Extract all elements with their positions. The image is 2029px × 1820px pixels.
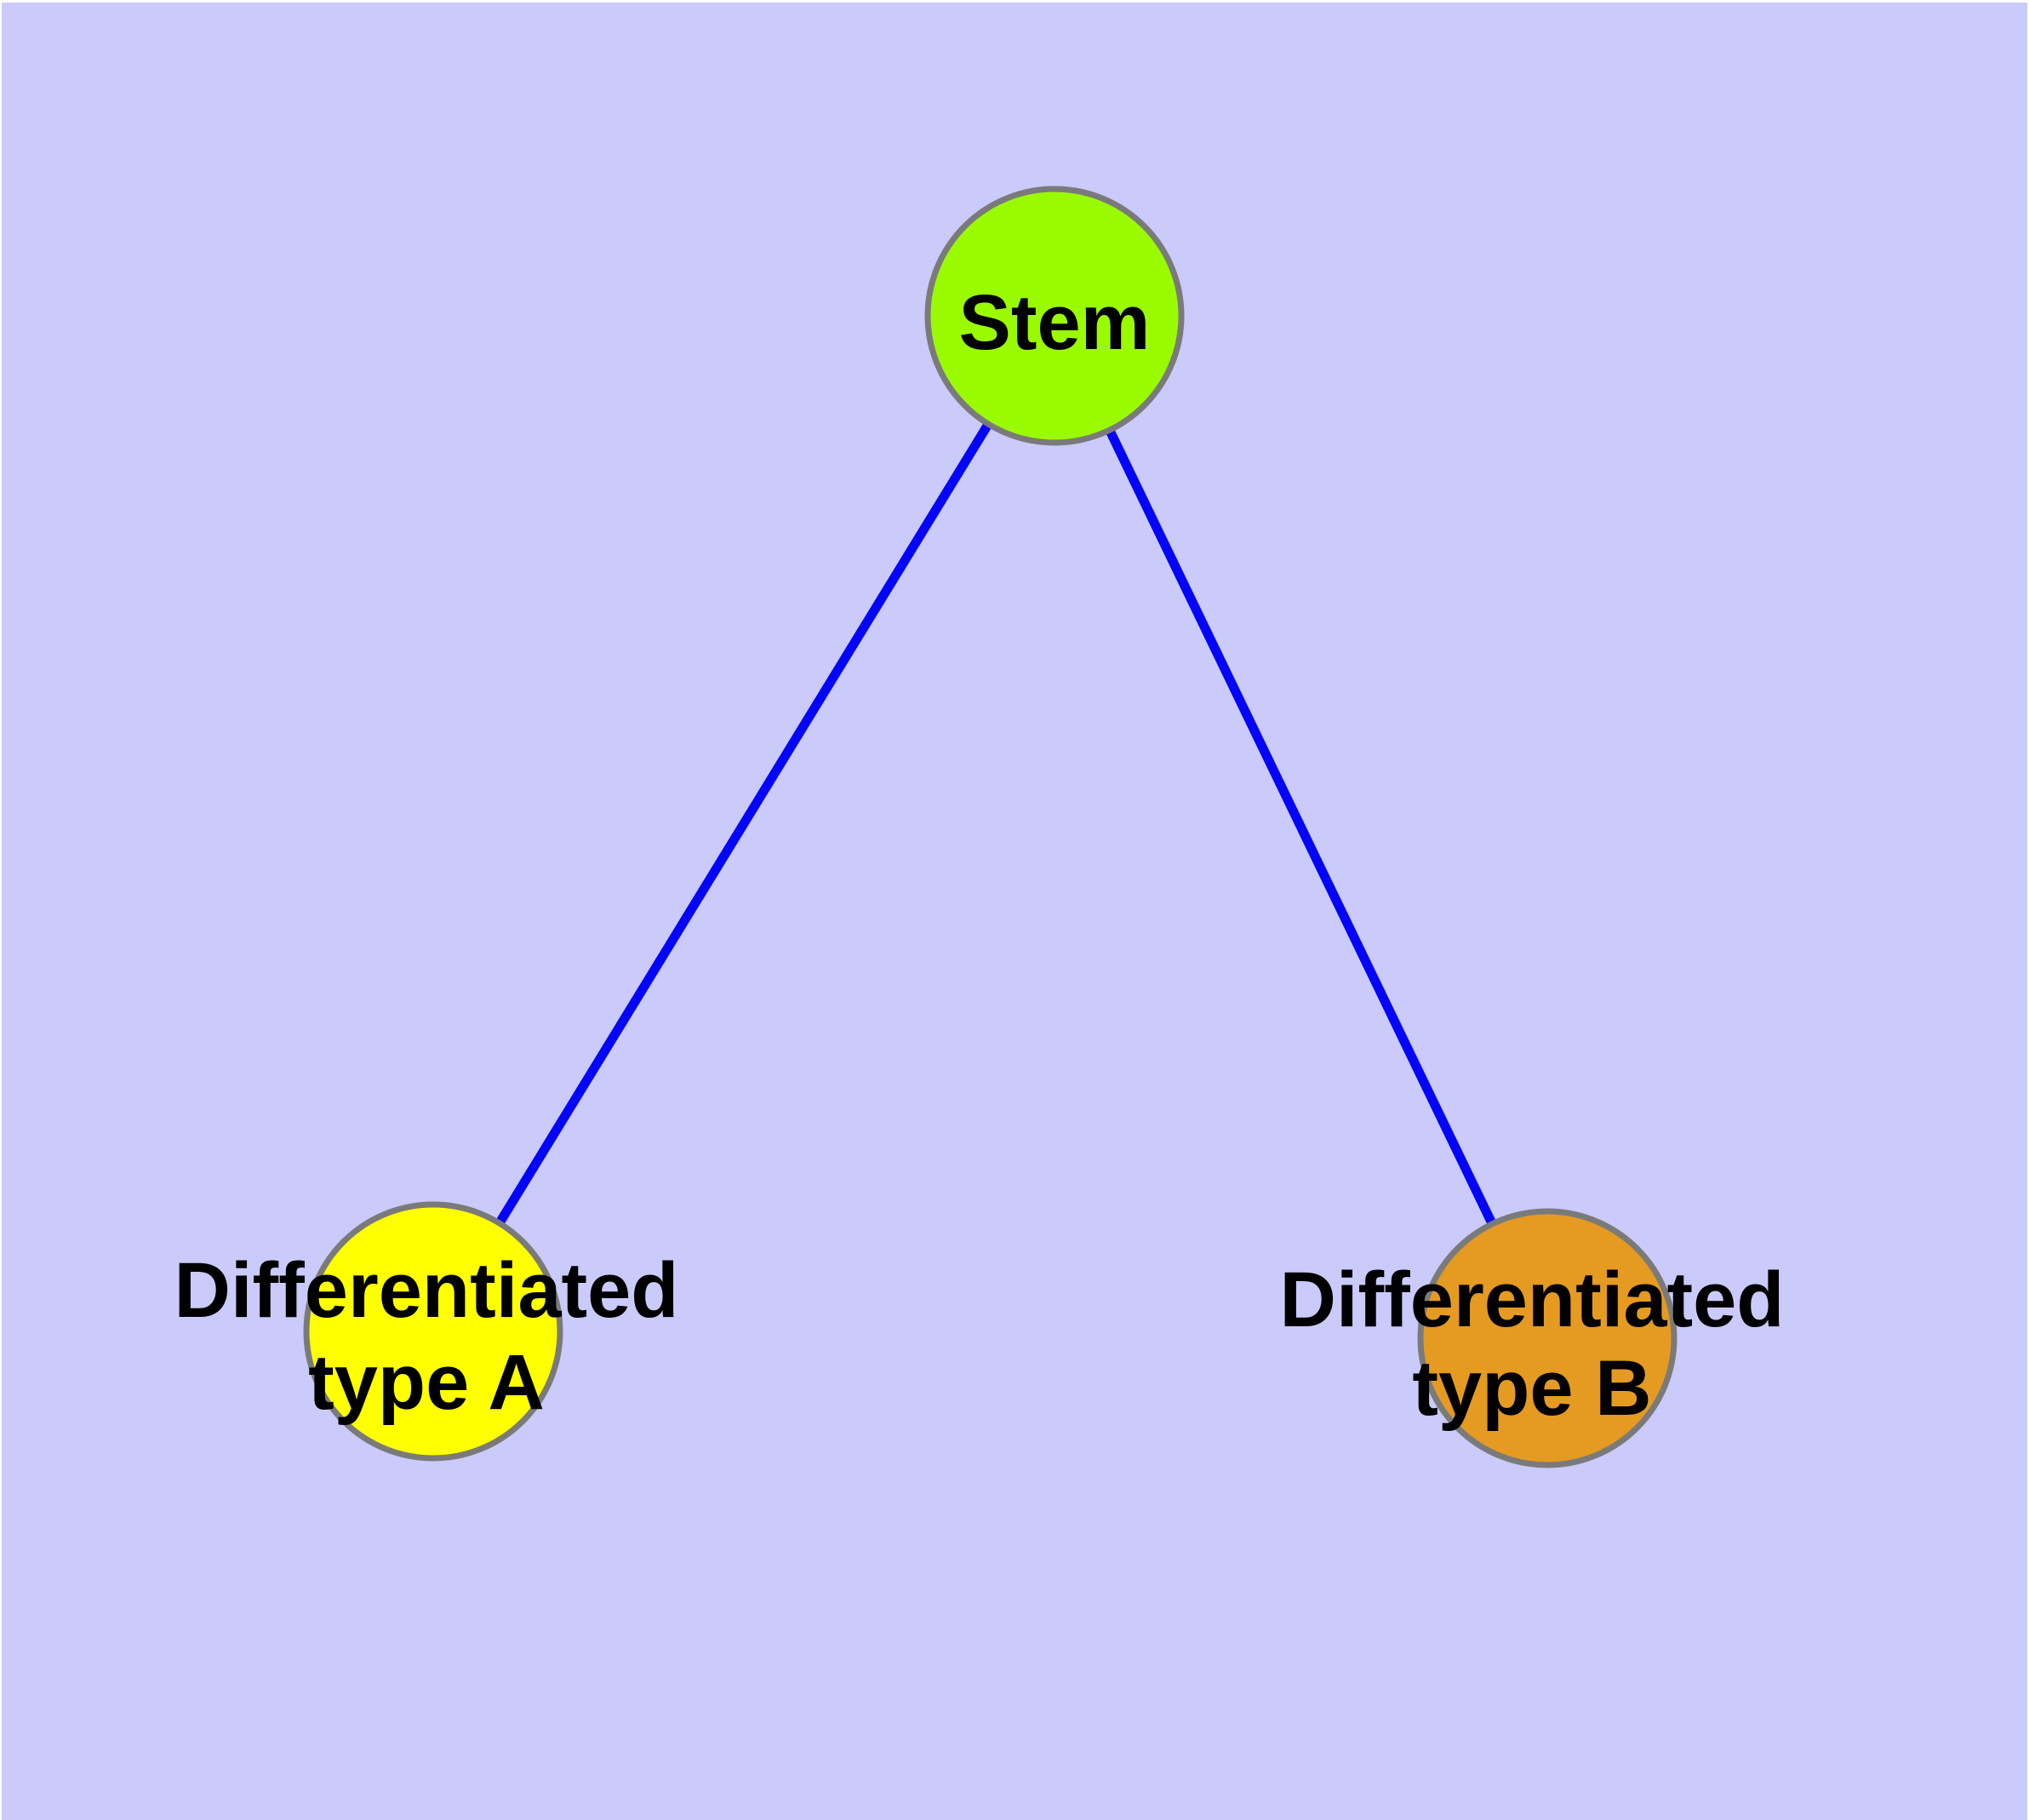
node-type-b-label-line1: Differentiated — [1280, 1256, 1785, 1343]
edge-stem-to-type-b — [1050, 313, 1552, 1341]
edge-stem-to-type-a — [429, 313, 1059, 1334]
node-differentiated-type-a — [303, 1201, 563, 1462]
node-type-a-label-line2: type A — [308, 1339, 545, 1426]
node-differentiated-type-b — [1417, 1208, 1677, 1468]
node-stem-label: Stem — [959, 279, 1151, 366]
node-type-b-label-line2: type B — [1412, 1345, 1651, 1432]
node-stem — [924, 186, 1185, 446]
node-type-a-label-line1: Differentiated — [174, 1247, 679, 1334]
